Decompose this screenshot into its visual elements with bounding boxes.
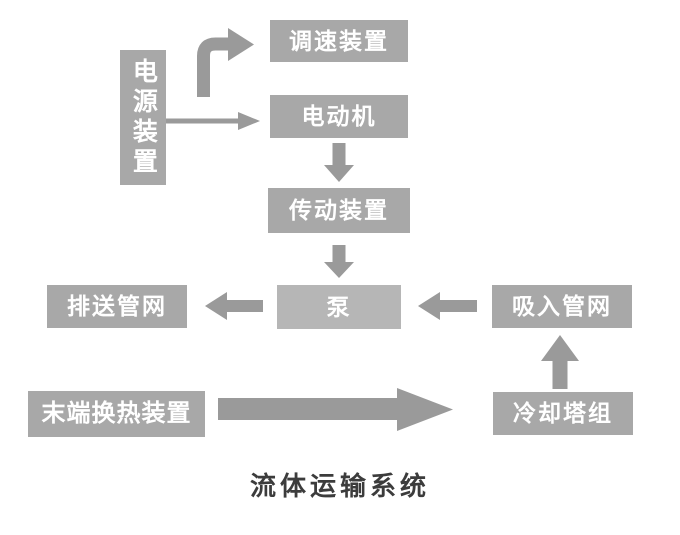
arrow-cooling-tower-to-suction xyxy=(541,335,579,389)
node-pump: 泵 xyxy=(277,285,401,329)
arrow-power-to-motor xyxy=(165,112,260,130)
node-terminal-heat-exchange: 末端换热装置 xyxy=(28,391,205,437)
arrow-pump-to-discharge xyxy=(205,292,263,320)
arrow-transmission-to-pump xyxy=(324,245,354,278)
arrow-power-to-speed-control xyxy=(197,28,254,97)
arrow-suction-to-pump xyxy=(418,292,477,320)
diagram-title: 流体运输系统 xyxy=(249,472,430,501)
node-discharge-network: 排送管网 xyxy=(47,285,187,328)
arrow-motor-to-transmission xyxy=(324,143,354,182)
node-motor: 电动机 xyxy=(270,95,408,138)
node-suction-network: 吸入管网 xyxy=(492,285,632,328)
node-power-supply: 电源装置 xyxy=(120,50,166,185)
node-speed-control: 调速装置 xyxy=(270,20,408,62)
node-cooling-tower: 冷却塔组 xyxy=(493,392,633,435)
node-transmission: 传动装置 xyxy=(268,188,410,233)
arrow-heat-exchange-to-cooling-tower xyxy=(218,388,453,431)
